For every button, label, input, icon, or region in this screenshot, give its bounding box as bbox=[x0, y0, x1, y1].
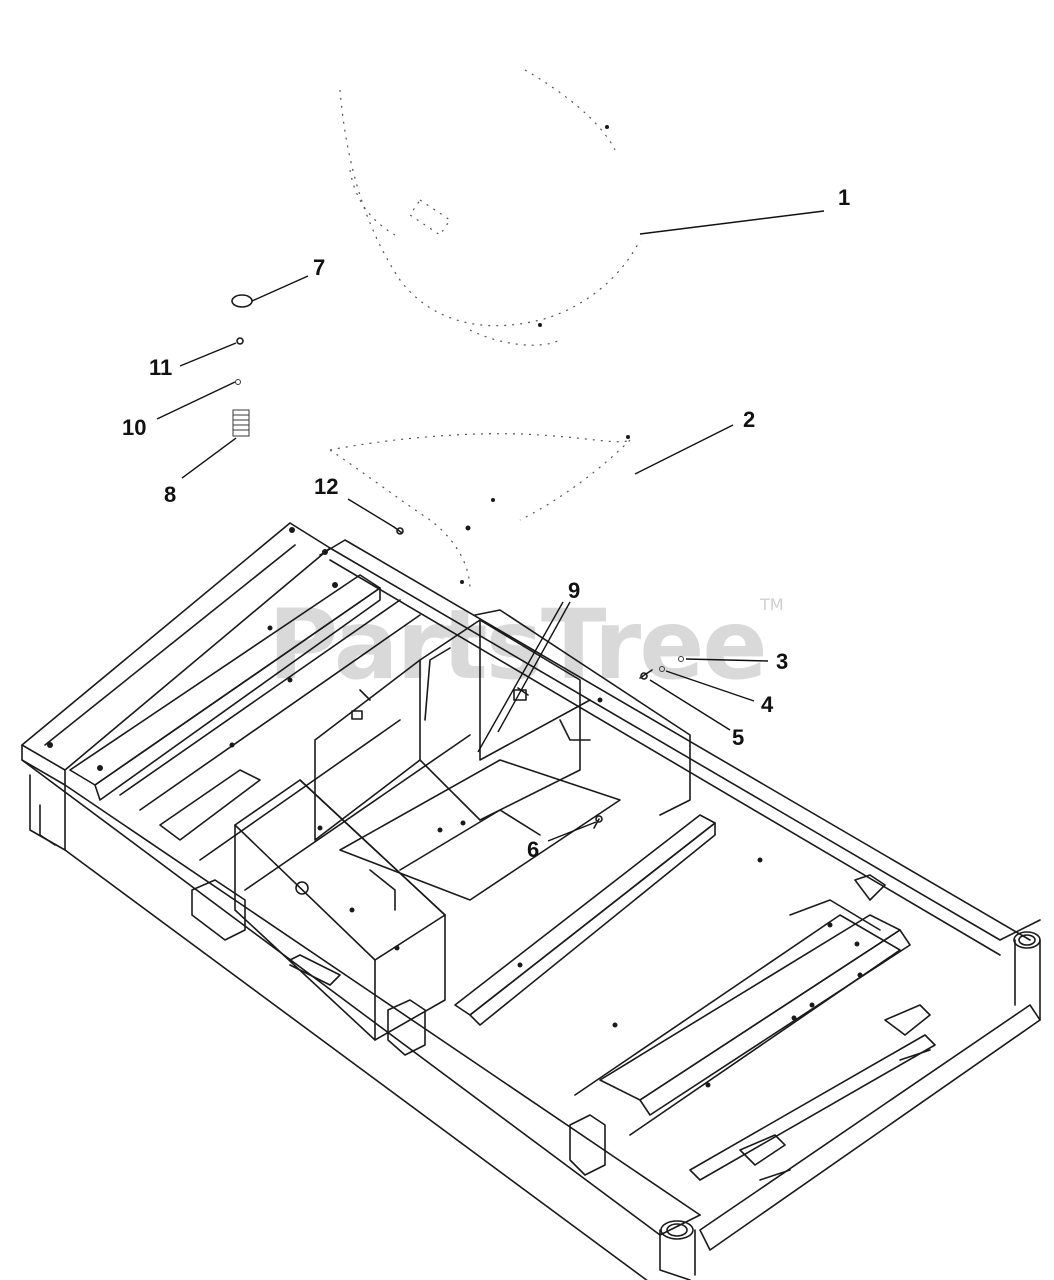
leader-6 bbox=[547, 821, 597, 842]
callout-11: 11 bbox=[149, 355, 172, 380]
leader-11 bbox=[179, 342, 237, 367]
callout-2: 2 bbox=[743, 407, 755, 432]
callout-5: 5 bbox=[732, 725, 744, 750]
callout-8: 8 bbox=[164, 482, 176, 507]
callout-labels: 1 2 3 4 5 6 7 8 9 10 11 12 bbox=[122, 185, 850, 862]
callout-9: 9 bbox=[568, 578, 580, 603]
leader-12 bbox=[347, 498, 395, 528]
callout-12: 12 bbox=[314, 474, 338, 499]
washer-part bbox=[235, 379, 241, 385]
hardware-5-part bbox=[639, 669, 653, 680]
leader-9a bbox=[477, 601, 564, 753]
hardware-parts bbox=[231, 294, 684, 829]
leader-4 bbox=[665, 670, 755, 702]
leader-5 bbox=[649, 679, 731, 731]
bolt-part bbox=[393, 526, 404, 535]
callout-3: 3 bbox=[776, 649, 788, 674]
callout-6: 6 bbox=[527, 837, 539, 862]
leader-1 bbox=[639, 210, 825, 235]
callout-10: 10 bbox=[122, 415, 146, 440]
hardware-3-part bbox=[678, 656, 684, 662]
mower-frame bbox=[21, 522, 1041, 1280]
hardware-4-part bbox=[659, 666, 665, 672]
leader-8 bbox=[181, 437, 237, 479]
callout-7: 7 bbox=[313, 255, 325, 280]
leader-9b bbox=[497, 601, 571, 733]
leader-lines bbox=[156, 210, 825, 842]
leader-7 bbox=[251, 275, 309, 302]
leader-3 bbox=[685, 658, 769, 662]
bumper-part bbox=[231, 294, 253, 308]
nut-part bbox=[236, 337, 244, 345]
leader-10 bbox=[156, 381, 236, 420]
callout-1: 1 bbox=[838, 185, 850, 210]
spring-part bbox=[232, 409, 250, 437]
seat-pan-part bbox=[329, 433, 631, 591]
hardware-6-part bbox=[593, 815, 603, 829]
watermark-trademark: TM bbox=[759, 595, 784, 614]
seat-part bbox=[339, 69, 641, 346]
leader-2 bbox=[634, 424, 734, 475]
callout-4: 4 bbox=[761, 692, 774, 717]
